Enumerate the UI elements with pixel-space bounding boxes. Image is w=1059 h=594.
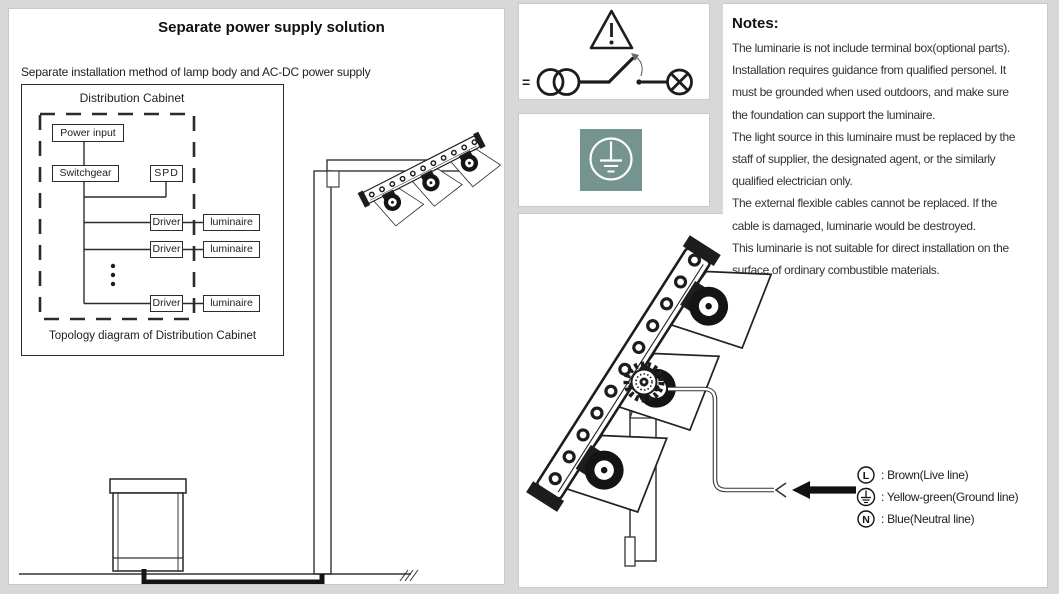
luminaire-box: luminaire	[203, 241, 260, 258]
warning-circuit-panel: =	[518, 3, 710, 100]
switch-icon	[578, 56, 668, 85]
driver-box: Driver	[150, 241, 183, 258]
topology-diagram: Distribution Cabinet Power input Switchg…	[21, 84, 284, 356]
light-pole	[313, 159, 464, 575]
note-line: staff of supplier, the designated agent,…	[732, 151, 996, 166]
switch-arc-arrow-icon	[631, 53, 643, 77]
ground-terminal-icon	[856, 487, 876, 507]
protective-earth-icon	[589, 137, 633, 181]
protective-earth-badge	[580, 129, 642, 191]
notes-body: The luminarie is not include terminal bo…	[732, 37, 1016, 281]
note-line: The light source in this luminaire must …	[732, 129, 1016, 144]
notes-panel: Notes: The luminarie is not include term…	[723, 3, 1048, 588]
note-line: the foundation can support the luminaire…	[732, 107, 936, 122]
floodlight-detail-panel	[518, 213, 723, 588]
spd-box: SPD	[150, 165, 183, 182]
driver-box: Driver	[150, 295, 183, 312]
svg-text:N: N	[862, 514, 870, 526]
ground-hatch-icon	[399, 569, 419, 582]
driver-box: Driver	[150, 214, 183, 231]
luminaire-box: luminaire	[203, 295, 260, 312]
note-line: surface of ordinary combustible material…	[732, 262, 940, 277]
installation-drawing	[19, 9, 504, 584]
note-line: Installation requires guidance from qual…	[732, 63, 1006, 78]
topology-caption: Topology diagram of Distribution Cabinet	[48, 330, 257, 342]
wire-color-legend: L : Brown(Live line) : Yellow-green(Grou…	[856, 464, 1046, 530]
ellipsis-dots-icon	[110, 263, 116, 287]
floodlight-bank-small	[358, 129, 504, 234]
legend-ground-line: : Yellow-green(Ground line)	[856, 486, 1046, 508]
dc-symbol: =	[522, 74, 530, 90]
topology-connector-lines	[38, 112, 203, 321]
transformer-icon	[536, 68, 581, 96]
note-line: This luminarie is not suitable for direc…	[732, 240, 1009, 255]
neutral-terminal-icon: N	[857, 510, 875, 528]
svg-text:L: L	[863, 470, 870, 482]
note-line: The external flexible cables cannot be r…	[732, 196, 997, 211]
power-input-box: Power input	[52, 124, 124, 142]
switchgear-box: Switchgear	[52, 165, 119, 182]
power-supply-cabinet-drawing	[109, 478, 187, 572]
earthing-panel	[518, 113, 710, 207]
note-line: qualified electrician only.	[732, 174, 853, 189]
legend-live-line: L : Brown(Live line)	[856, 464, 1046, 486]
notes-title: Notes:	[732, 15, 779, 32]
note-line: cable is damaged, luminarie would be des…	[732, 218, 976, 233]
installation-subtitle: Separate installation method of lamp bod…	[21, 65, 371, 79]
underground-cable	[141, 569, 325, 584]
cabinet-title: Distribution Cabinet	[52, 91, 212, 105]
lamp-icon	[666, 68, 693, 96]
warning-triangle-icon	[589, 9, 634, 50]
note-line: The luminarie is not include terminal bo…	[732, 41, 1010, 55]
page-title: Separate power supply solution	[158, 19, 385, 36]
luminaire-box: luminaire	[203, 214, 260, 231]
ground-line	[19, 569, 419, 582]
left-panel: Separate power supply solution Separate …	[8, 8, 505, 585]
note-line: must be grounded when used outdoors, and…	[732, 85, 1009, 100]
live-terminal-icon: L	[857, 466, 875, 484]
legend-neutral-line: N : Blue(Neutral line)	[856, 508, 1046, 530]
